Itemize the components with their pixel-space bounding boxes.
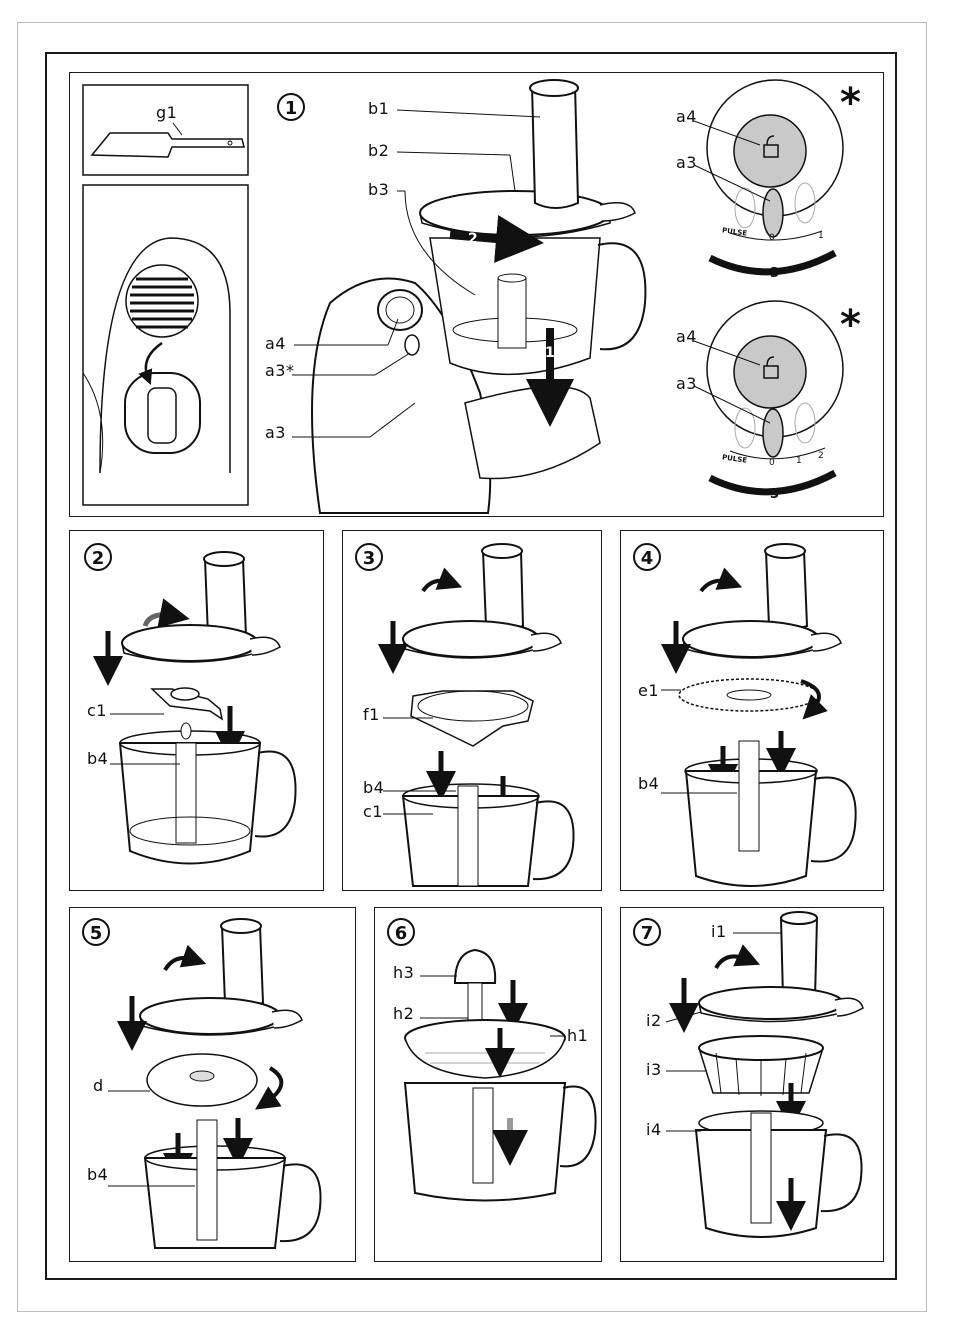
dial-bottom-speed-1: 1 — [796, 456, 803, 466]
label-i2: i2 — [646, 1011, 662, 1030]
panel-1-assembly-overview: g1 1 b1 b2 b3 a4 a3* a3 2 1 a4 a3 * PULS… — [69, 72, 884, 517]
dial-bottom-label-a3: a3 — [676, 374, 697, 393]
dial-top-label-a3: a3 — [676, 153, 697, 172]
instruction-sheet — [45, 52, 897, 1280]
label-h1: h1 — [567, 1026, 589, 1045]
step-number-1: 1 — [277, 93, 305, 121]
label-i4: i4 — [646, 1120, 662, 1139]
label-b4: b4 — [638, 774, 660, 793]
panel-4-emulsifying-disc: 4 e1 b4 — [620, 530, 884, 891]
arrow-step-2: 2 — [468, 231, 479, 247]
panel-1-illustration — [82, 79, 844, 514]
panel-7-illustration — [665, 911, 864, 1238]
panel-2-illustration — [93, 551, 297, 865]
label-f1: f1 — [363, 705, 380, 724]
dial-top-label-a4: a4 — [676, 107, 697, 126]
dial-top-speed-1: 1 — [818, 231, 825, 241]
panel-3-blade-guard: 3 f1 b4 c1 — [342, 530, 602, 891]
label-b3: b3 — [368, 180, 390, 199]
label-h2: h2 — [393, 1004, 415, 1023]
dial-bottom-speed-2: 2 — [818, 451, 825, 461]
arrow-step-1: 1 — [545, 345, 556, 361]
label-b1: b1 — [368, 99, 390, 118]
step-number-7: 7 — [633, 918, 661, 946]
label-g1: g1 — [156, 103, 178, 122]
label-a3: a3 — [265, 423, 286, 442]
label-c1: c1 — [363, 802, 383, 821]
panel-6-illustration — [403, 948, 597, 1202]
panel-7-juicer: 7 i1 i2 i3 i4 — [620, 907, 884, 1262]
label-a4: a4 — [265, 334, 286, 353]
panel-6-citrus-press: 6 h3 h2 h1 — [374, 907, 602, 1262]
label-i1: i1 — [711, 922, 727, 941]
label-a3-star: a3* — [265, 361, 295, 380]
dial-top-off: 0 — [769, 233, 776, 243]
step-number-6: 6 — [387, 918, 415, 946]
step-number-5: 5 — [82, 918, 110, 946]
panel-3-illustration — [378, 543, 575, 887]
label-h3: h3 — [393, 963, 415, 982]
label-b4: b4 — [87, 749, 109, 768]
page-border — [17, 22, 927, 1312]
dial-bottom-step-3: 3 — [770, 487, 780, 502]
asterisk-top: * — [840, 80, 861, 126]
panel-5-slicing-disc: 5 d b4 — [69, 907, 356, 1262]
label-c1: c1 — [87, 701, 107, 720]
panel-5-illustration — [108, 918, 322, 1249]
label-i3: i3 — [646, 1060, 662, 1079]
step-number-3: 3 — [355, 543, 383, 571]
label-b4: b4 — [363, 778, 385, 797]
label-b4: b4 — [87, 1165, 109, 1184]
dial-top-step-3: 3 — [770, 266, 780, 281]
step-number-2: 2 — [84, 543, 112, 571]
step-number-4: 4 — [633, 543, 661, 571]
asterisk-bottom: * — [840, 302, 861, 348]
label-b2: b2 — [368, 141, 390, 160]
dial-bottom-label-a4: a4 — [676, 327, 697, 346]
panel-4-illustration — [661, 543, 857, 887]
label-d: d — [93, 1076, 104, 1095]
panel-2-chopping-blade: 2 c1 b4 — [69, 530, 324, 891]
label-e1: e1 — [638, 681, 660, 700]
dial-bottom-off: 0 — [769, 458, 776, 468]
